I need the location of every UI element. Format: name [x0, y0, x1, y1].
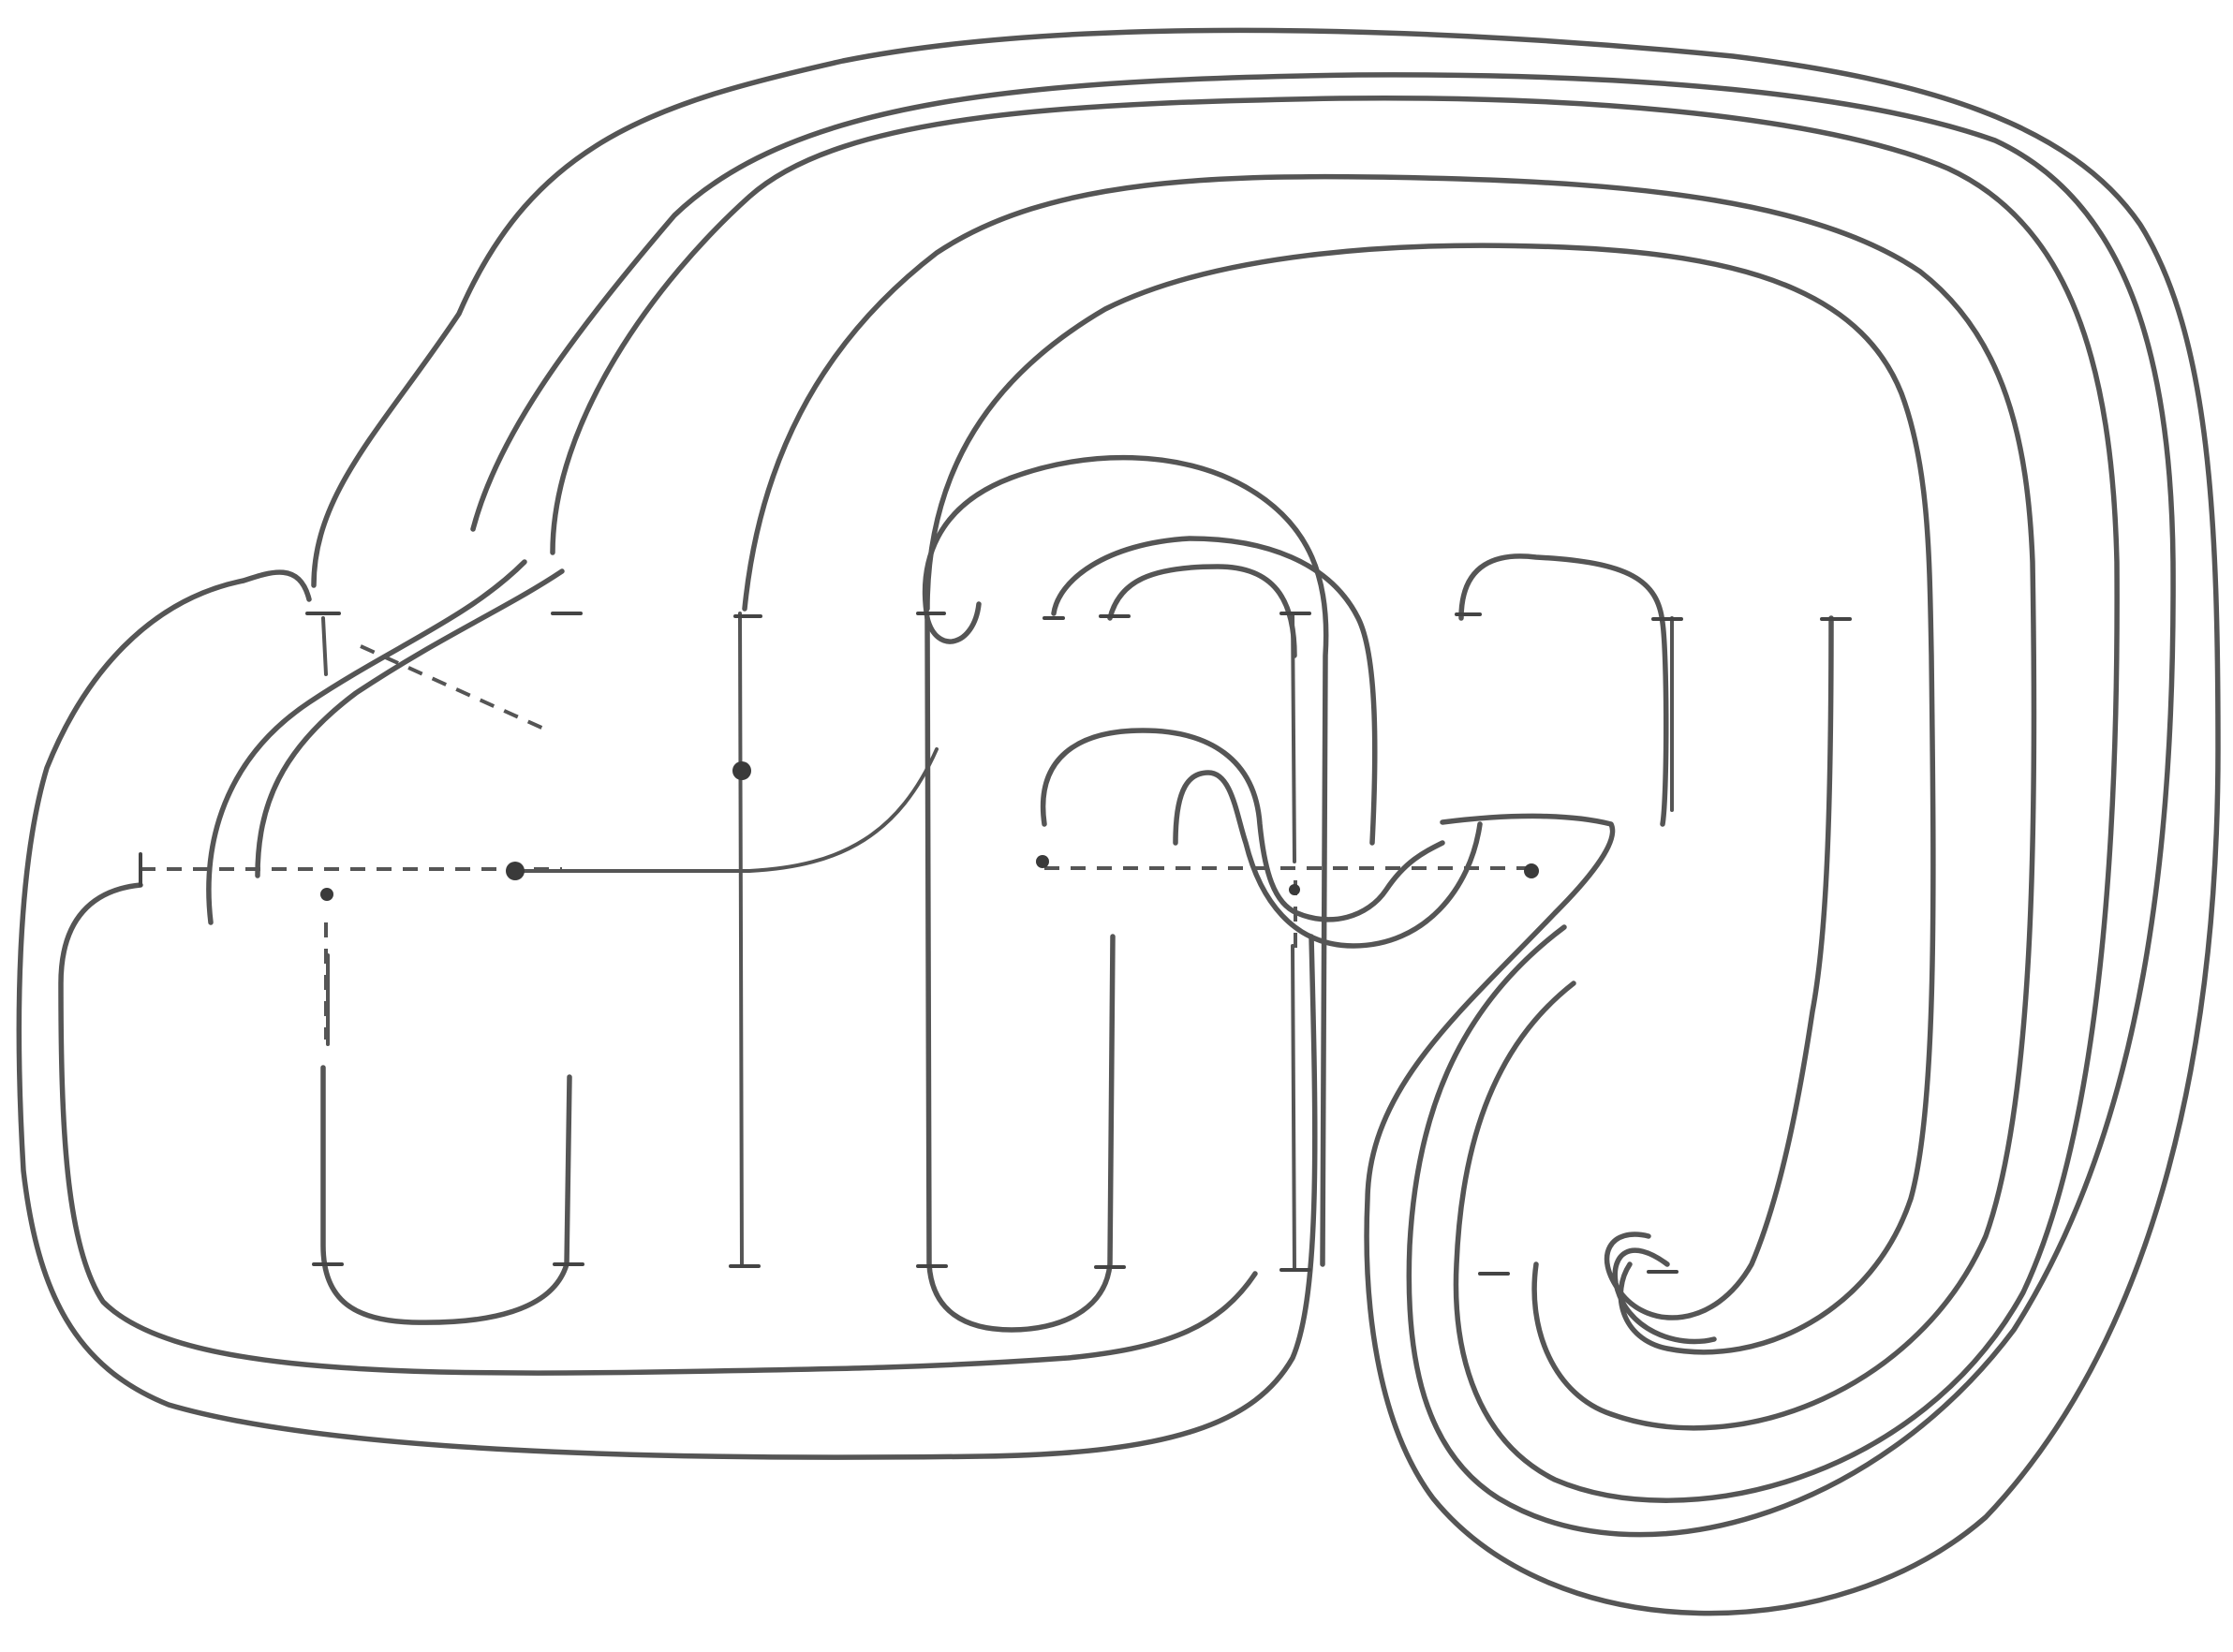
- chord-6: [513, 749, 937, 871]
- curve-ring-5: [927, 245, 1933, 1352]
- dashed-diagonal: [361, 646, 548, 730]
- point: [1289, 884, 1300, 895]
- point: [506, 862, 525, 880]
- curve-mid-1: [927, 618, 1113, 1330]
- curve-ring-3: [553, 98, 2117, 1500]
- tick-marks: [140, 613, 1850, 1274]
- point: [732, 761, 751, 780]
- curve-left-inner: [61, 885, 1255, 1373]
- curve-u-3: [258, 571, 562, 876]
- curve-left-blob: [19, 572, 1314, 1457]
- point: [1524, 863, 1539, 878]
- curve-ring-6: [1607, 618, 1831, 1318]
- point: [1036, 855, 1049, 868]
- chord-3: [1293, 613, 1294, 862]
- curve-u-1: [323, 1068, 569, 1322]
- chord-2: [740, 613, 742, 1264]
- curve-ring-4: [745, 177, 2034, 1428]
- chord-1: [323, 618, 326, 674]
- chord-4: [1293, 946, 1294, 1269]
- curve-right-u: [1461, 556, 1666, 824]
- point: [320, 888, 333, 901]
- curve-mid-4: [1110, 567, 1294, 656]
